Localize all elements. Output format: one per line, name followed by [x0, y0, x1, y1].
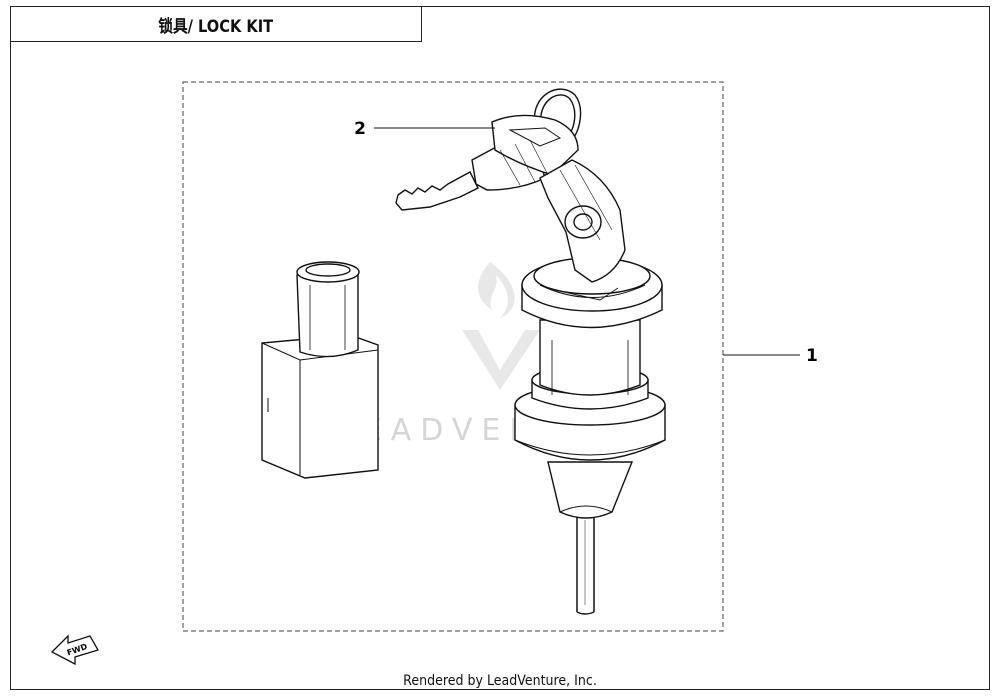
drawing-frame: [10, 6, 990, 690]
forward-direction-arrow: FWD: [50, 634, 99, 666]
watermark-logo: [462, 262, 540, 390]
ignition-switch-assembly: [514, 257, 666, 615]
footer-credit: Rendered by LeadVenture, Inc.: [403, 673, 597, 689]
title-box: 锁具/ LOCK KIT: [10, 6, 422, 42]
key: [395, 88, 626, 283]
page-title: 锁具/ LOCK KIT: [158, 16, 274, 37]
dust-cover: [261, 261, 379, 479]
callout-number-2: 2: [354, 119, 366, 139]
callout-number-1: 1: [806, 346, 818, 366]
